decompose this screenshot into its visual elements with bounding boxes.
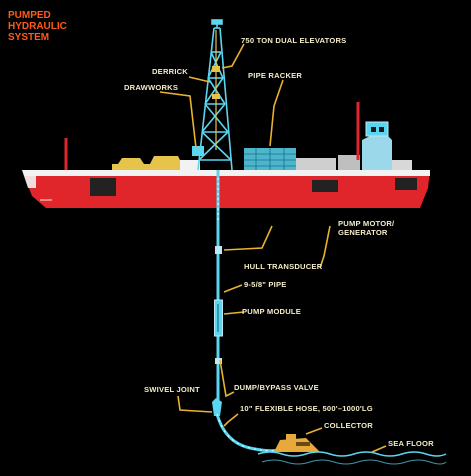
title-line-3: SYSTEM [8,32,49,43]
label-flexible-hose: 10" FLEXIBLE HOSE, 500'–1000'LG [240,404,373,413]
hull-compartment [90,178,116,196]
label-collector: COLLECTOR [324,421,373,430]
deck-equipment [64,102,412,170]
dump-valve-body [215,358,222,364]
title-line-2: HYDRAULIC [8,21,67,32]
ship-hull [22,170,430,208]
label-swivel-joint: SWIVEL JOINT [144,385,200,394]
title-line-1: PUMPED [8,10,51,21]
label-pipe: 9-5/8" PIPE [244,280,287,289]
leader-lines [159,43,387,453]
drawworks-block [192,146,204,156]
hull-compartment [312,180,338,192]
derrick [192,19,233,171]
swivel-joint-body [212,398,222,416]
hull-compartment [395,178,417,190]
elevator-block [212,94,220,99]
label-pipe-racker: PIPE RACKER [248,71,302,80]
label-pump-motor-line-2: GENERATOR [338,228,388,237]
label-elevators: 750 TON DUAL ELEVATORS [241,36,346,45]
label-dump-valve: DUMP/BYPASS VALVE [234,383,319,392]
elevator-block [212,66,220,72]
sea-floor [257,451,447,465]
pipe-joint [215,246,222,254]
label-hull-transducer: HULL TRANSDUCER [244,262,323,271]
label-pump-motor-line-1: PUMP MOTOR/ [338,219,395,228]
label-drawworks: DRAWWORKS [124,83,178,92]
label-derrick: DERRICK [152,67,188,76]
label-sea-floor: SEA FLOOR [388,439,434,448]
collector [274,434,320,452]
bridge-superstructure [362,134,392,170]
label-pump-module: PUMP MODULE [242,307,301,316]
